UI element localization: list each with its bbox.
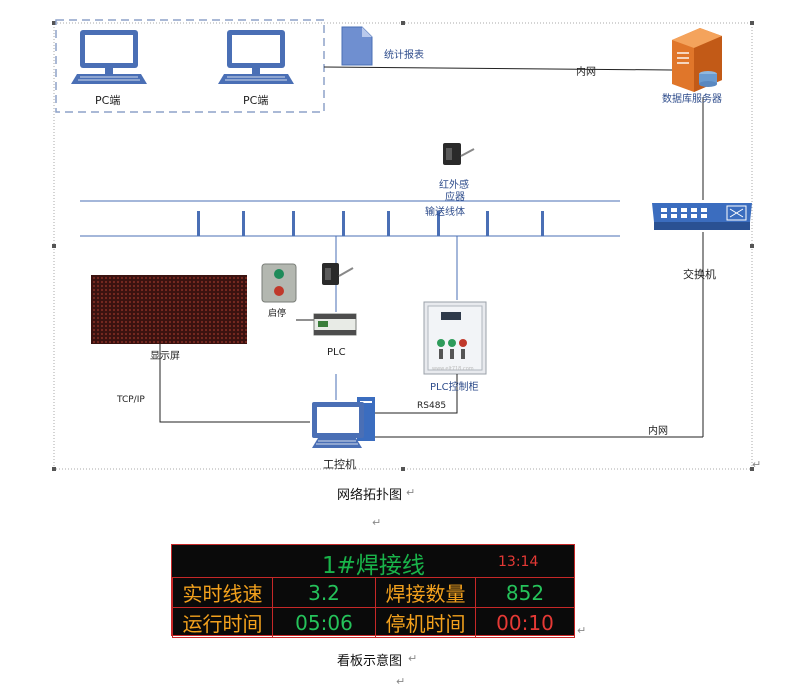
- board-key-line-speed: 实时线速: [172, 577, 273, 608]
- conveyor-line-shape: [80, 200, 620, 237]
- board-value-run-time: 05:06: [272, 607, 376, 638]
- frame-handles: [52, 21, 754, 471]
- rs485-line: [368, 374, 458, 414]
- pc2-monitor-icon: [218, 30, 294, 84]
- pc1-label: PC端: [95, 94, 121, 107]
- board-key-run-time: 运行时间: [172, 607, 273, 638]
- board-caption: 看板示意图: [337, 654, 403, 669]
- ipc-label: 工控机: [323, 458, 356, 471]
- topology-caption: 网络拓扑图: [337, 488, 403, 503]
- kanban-board: 1#焊接线 13:14 实时线速 3.2 焊接数量 852 运行时间 05:06…: [171, 544, 575, 638]
- led-display-icon: [91, 275, 247, 344]
- board-value-stop-time: 00:10: [475, 607, 575, 638]
- report-label: 统计报表: [384, 50, 424, 61]
- rs485-label: RS485: [417, 401, 447, 411]
- ir-sensor-label-line2: 应器: [445, 192, 465, 203]
- board-value-line-speed: 3.2: [272, 577, 376, 608]
- diagram-frame: [53, 22, 753, 470]
- board-time: 13:14: [498, 554, 539, 570]
- plc-label: PLC: [327, 347, 346, 358]
- paragraph-mark-4: ↵: [577, 624, 587, 637]
- intranet-top-label: 内网: [576, 67, 596, 78]
- ir-sensor-top-icon: [443, 143, 475, 165]
- board-row: 运行时间 05:06 停机时间 00:10: [172, 607, 575, 638]
- pc-group-box: [55, 19, 325, 113]
- plc-cabinet-icon: [423, 301, 487, 375]
- pc2-label: PC端: [243, 94, 269, 107]
- board-table: 实时线速 3.2 焊接数量 852 运行时间 05:06 停机时间 00:10: [172, 577, 575, 638]
- database-server-icon: [672, 28, 722, 92]
- plc-device-icon: [313, 313, 357, 336]
- board-key-weld-count: 焊接数量: [375, 577, 476, 608]
- start-stop-box-icon: [261, 263, 297, 303]
- paragraph-mark-2: ↵: [406, 486, 416, 499]
- plc-cabinet-label: PLC控制柜: [430, 382, 479, 393]
- board-title-row: 1#焊接线 13:14: [172, 545, 574, 579]
- network-switch-icon: [652, 203, 752, 230]
- switch-label: 交换机: [683, 268, 716, 281]
- report-document-icon: [341, 26, 373, 66]
- board-value-weld-count: 852: [475, 577, 575, 608]
- ir-sensor-plc-icon: [322, 263, 354, 285]
- board-row: 实时线速 3.2 焊接数量 852: [172, 577, 575, 608]
- db-server-label: 数据库服务器: [662, 94, 722, 105]
- watermark-label: www.elt718.com: [432, 366, 474, 372]
- ir-sensor-label-line1: 红外感: [439, 180, 469, 191]
- intranet-bottom-label: 内网: [648, 426, 668, 437]
- start-stop-label: 启停: [268, 309, 287, 319]
- paragraph-mark-5: ↵: [408, 652, 418, 665]
- display-label: 显示屏: [150, 351, 180, 362]
- board-title: 1#焊接线: [322, 553, 425, 579]
- paragraph-mark-6: ↵: [396, 675, 406, 688]
- pc1-monitor-icon: [71, 30, 147, 84]
- tcpip-label: TCP/IP: [117, 395, 145, 405]
- display-ipc-line: [159, 344, 310, 423]
- paragraph-mark-3: ↵: [372, 516, 382, 529]
- conveyor-label: 输送线体: [425, 207, 465, 218]
- paragraph-mark-1: ↵: [752, 458, 762, 471]
- intranet-line-top: [323, 66, 673, 71]
- ipc-computer-icon: [312, 397, 375, 448]
- board-key-stop-time: 停机时间: [375, 607, 476, 638]
